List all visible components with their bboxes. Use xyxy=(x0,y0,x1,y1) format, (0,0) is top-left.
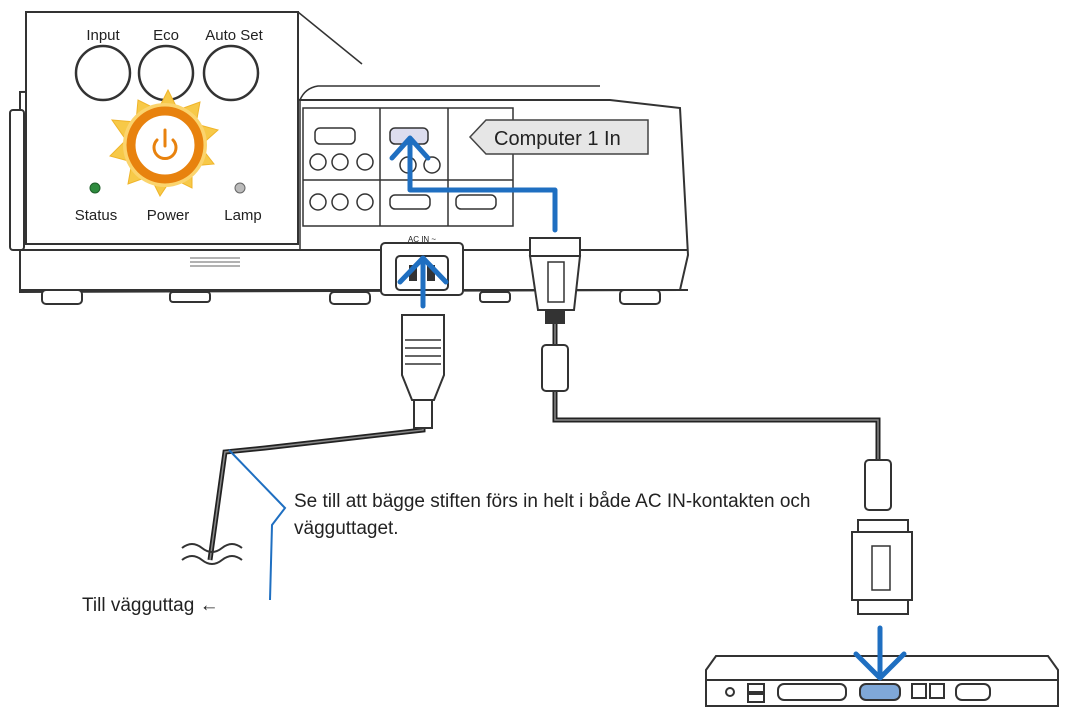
status-label: Status xyxy=(75,207,118,224)
vga-cable xyxy=(528,237,913,615)
laptop xyxy=(705,655,1059,707)
input-label: Input xyxy=(86,27,120,44)
power-label: Power xyxy=(147,207,190,224)
power-icon xyxy=(152,128,178,160)
auto-set-button xyxy=(202,44,260,102)
note-leader xyxy=(228,449,287,601)
power-cord xyxy=(181,314,445,565)
cable-break-icon xyxy=(181,543,243,565)
arrow-vga-to-port xyxy=(407,137,558,233)
insertion-arrows xyxy=(389,135,907,681)
ac-in-label: AC IN ~ xyxy=(408,235,437,244)
status-indicator xyxy=(89,182,101,194)
auto-set-label: Auto Set xyxy=(205,27,263,44)
lamp-indicator xyxy=(234,182,246,194)
lamp-label: Lamp xyxy=(224,207,262,224)
computer-in-label: Computer 1 In xyxy=(494,128,621,150)
plug-instruction-note: Se till att bägge stiften förs in helt i… xyxy=(294,491,811,539)
eco-button xyxy=(137,44,195,102)
eco-label: Eco xyxy=(153,27,179,44)
wall-outlet-label: Till vägguttag ← xyxy=(82,595,219,616)
computer-in-callout: Computer 1 In xyxy=(468,119,649,155)
input-button xyxy=(74,44,132,102)
control-panel-inset: Input Eco Auto Set Status Power Lamp xyxy=(25,11,363,245)
